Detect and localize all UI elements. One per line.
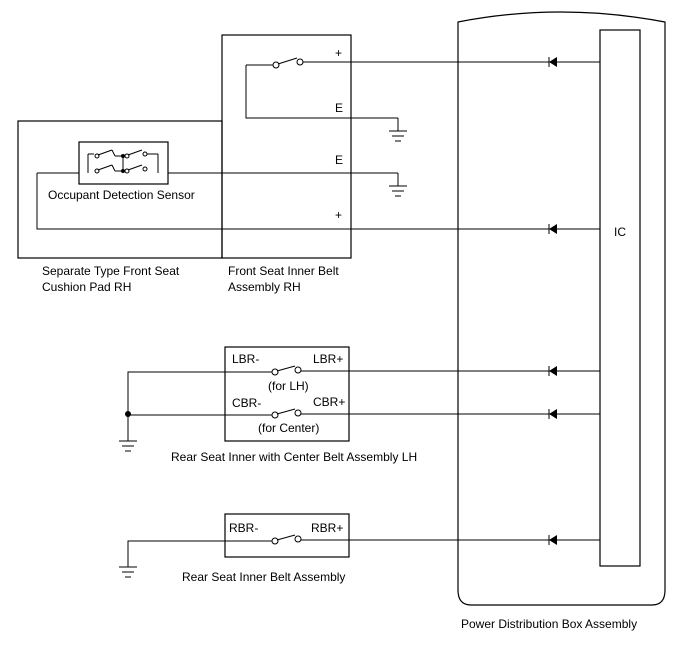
ground-icon: [389, 173, 407, 197]
lbr-minus-label: LBR-: [232, 352, 259, 366]
occupant-detection-sensor: [36, 141, 351, 230]
front-belt-label-line1: Front Seat Inner Belt: [228, 264, 339, 278]
rear-seat-rh-box: [224, 513, 350, 558]
rbr-minus-label: RBR-: [229, 521, 258, 535]
rbr-plus-label: RBR+: [311, 521, 343, 535]
rear-rh-label: Rear Seat Inner Belt Assembly: [182, 570, 345, 584]
for-center-label: (for Center): [258, 421, 319, 435]
power-box-label: Power Distribution Box Assembly: [461, 617, 637, 631]
lbr-buckle-switch: [127, 365, 600, 441]
diode-sensor: [548, 224, 557, 234]
diode-front-belt: [548, 57, 557, 67]
rear-seat-lh-box: [224, 346, 350, 442]
lbr-plus-label: LBR+: [313, 352, 343, 366]
cushion-pad-label-line2: Cushion Pad RH: [42, 280, 131, 294]
ic-label: IC: [614, 225, 626, 239]
diode-cbr: [548, 409, 557, 419]
ground-icon: [389, 118, 407, 142]
occupant-sensor-label: Occupant Detection Sensor: [48, 188, 195, 202]
diode-lbr: [548, 366, 557, 376]
power-distribution-box: [457, 11, 666, 606]
cbr-plus-label: CBR+: [313, 395, 345, 409]
front-belt-terminal-plus-sensor: +: [335, 208, 342, 222]
cushion-pad-label-line1: Separate Type Front Seat: [42, 264, 180, 278]
rbr-buckle-switch: [127, 534, 600, 567]
cushion-pad-box: [17, 120, 223, 259]
front-seat-inner-belt-box: [221, 34, 352, 259]
front-belt-terminal-e-sensor: E: [335, 153, 343, 167]
front-belt-label-line2: Assembly RH: [228, 280, 301, 294]
cbr-minus-label: CBR-: [232, 396, 261, 410]
front-belt-terminal-plus-top: +: [335, 46, 342, 60]
ground-icon: [119, 566, 137, 578]
rear-lh-label: Rear Seat Inner with Center Belt Assembl…: [171, 450, 417, 464]
front-belt-terminal-e-top: E: [335, 101, 343, 115]
for-lh-label: (for LH): [268, 379, 309, 393]
diode-rbr: [548, 535, 557, 545]
front-belt-buckle-switch: [245, 57, 351, 119]
ground-icon: [119, 440, 137, 452]
cbr-buckle-switch: [125, 408, 600, 419]
